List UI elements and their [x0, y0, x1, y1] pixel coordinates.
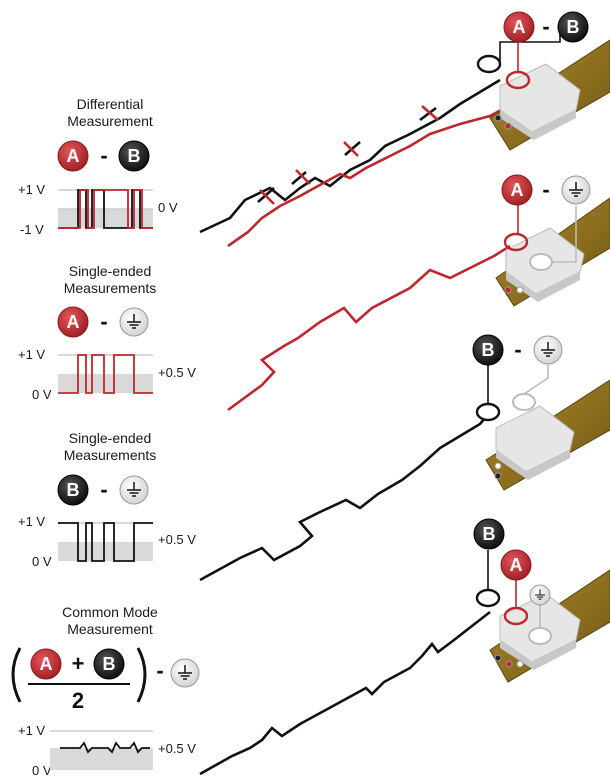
panel-3-bottom-voltage: 0 V [32, 554, 52, 569]
svg-text:-: - [542, 14, 549, 39]
panel-2-mid-voltage: +0.5 V [158, 365, 196, 380]
trace-a [58, 354, 153, 394]
node-a-badge [30, 648, 62, 680]
minus-operator: - [100, 143, 107, 168]
probe-b-ring [476, 54, 502, 74]
node-a-label: A [67, 312, 80, 332]
panel-3-mid-voltage: +0.5 V [158, 532, 196, 547]
probe-3-formula: B - [472, 334, 563, 366]
single-ended-trace-b [199, 411, 491, 582]
probe-board-4 [475, 550, 610, 683]
lower-band [58, 209, 153, 228]
panel-1-mid-voltage: 0 V [158, 200, 178, 215]
node-b-badge [57, 474, 89, 506]
probe-board-2 [495, 197, 610, 307]
panel-2-waveform [58, 354, 153, 394]
panel-4-formula: A + B 2 - [11, 647, 200, 713]
node-a-label: A [40, 654, 53, 674]
svg-text:A: A [513, 17, 526, 37]
panel-2-formula: A - [57, 306, 149, 338]
svg-text:-: - [542, 177, 549, 202]
svg-text:A: A [511, 180, 524, 200]
panel-1-formula: A - B [57, 140, 150, 172]
probe-2-formula: A - [501, 174, 591, 206]
node-b-badge [93, 648, 125, 680]
panel-2-top-voltage: +1 V [18, 347, 46, 362]
node-a-label: A [67, 146, 80, 166]
panel-1-bottom-voltage: -1 V [20, 222, 44, 237]
panel-1-waveform [58, 189, 153, 229]
left-paren [11, 647, 22, 703]
probe-board-3 [475, 365, 610, 491]
probe-4-formula: B A [473, 518, 551, 606]
trace-common [60, 741, 150, 754]
panel-3-formula: B - [57, 474, 149, 506]
minus-operator: - [156, 658, 163, 683]
svg-text:-: - [514, 337, 521, 362]
lower-band [58, 542, 153, 561]
panel-3-waveform [58, 522, 153, 562]
node-b-label: B [103, 654, 116, 674]
right-paren [136, 647, 147, 703]
probe-board-1 [476, 30, 610, 151]
lower-band [50, 748, 153, 770]
node-b-label: B [67, 480, 80, 500]
panel-4-waveform [50, 730, 153, 770]
svg-text:B: B [483, 524, 496, 544]
node-a-badge [57, 140, 89, 172]
node-b-badge [118, 140, 150, 172]
panel-4-bottom-voltage: 0 V [32, 763, 52, 778]
svg-text:B: B [482, 340, 495, 360]
divisor: 2 [72, 688, 84, 713]
node-b-label: B [128, 146, 141, 166]
panel-2-bottom-voltage: 0 V [32, 387, 52, 402]
panel-4-top-voltage: +1 V [18, 723, 46, 738]
differential-traces [199, 78, 513, 248]
trace-b [58, 522, 153, 562]
lower-band [58, 374, 153, 393]
trace-a [58, 189, 153, 229]
minus-operator: - [100, 309, 107, 334]
panel-3-top-voltage: +1 V [18, 514, 46, 529]
single-ended-trace-a [227, 244, 511, 412]
probe-1-formula: A - B [503, 11, 589, 43]
panel-4-mid-voltage: +0.5 V [158, 741, 196, 756]
minus-operator: - [100, 477, 107, 502]
plus-operator: + [72, 651, 85, 676]
node-a-badge [57, 306, 89, 338]
svg-text:B: B [567, 17, 580, 37]
common-mode-trace [199, 610, 491, 776]
svg-text:A: A [510, 555, 523, 575]
panel-1-top-voltage: +1 V [18, 182, 46, 197]
